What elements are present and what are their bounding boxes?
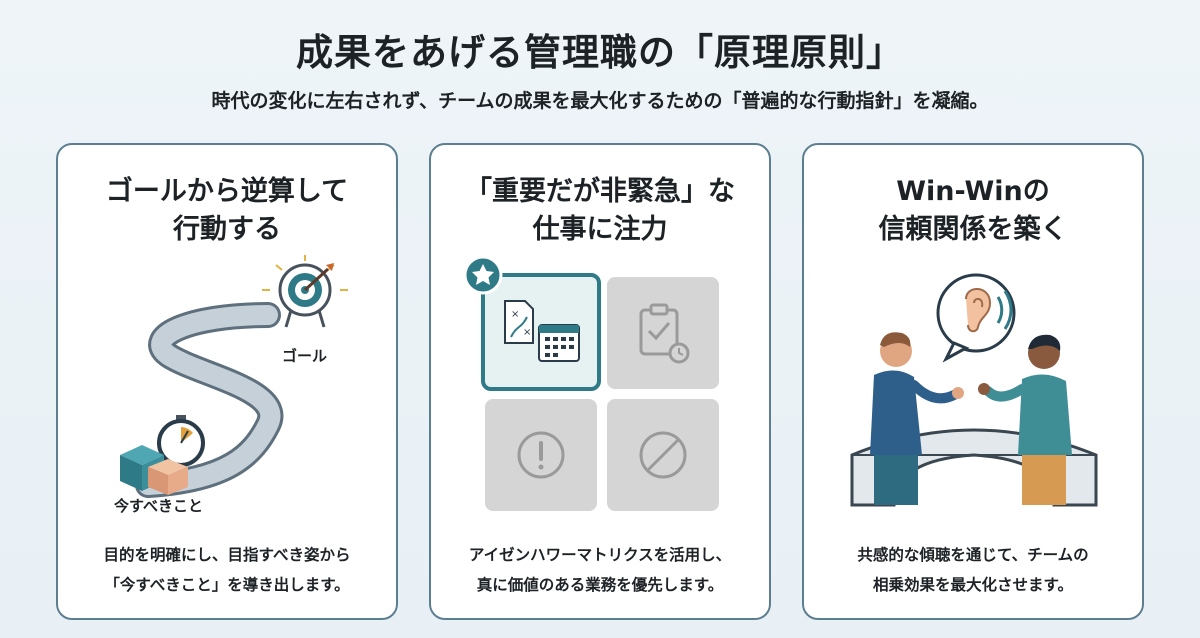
eisenhower-matrix: × ×	[463, 255, 719, 511]
person-right	[978, 334, 1072, 505]
star-icon	[463, 255, 503, 295]
now-label: 今すべきこと	[114, 497, 203, 515]
card-goal-backcasting: ゴールから逆算して 行動する	[56, 143, 398, 620]
stopwatch-icon	[157, 415, 205, 467]
quadrant-not-important-urgent	[485, 399, 597, 511]
card-title: Win-Winの 信頼関係を築く	[878, 176, 1068, 245]
clipboard-check-icon	[639, 303, 690, 364]
prohibited-icon	[639, 431, 687, 479]
boxes-illustration	[120, 445, 188, 495]
quadrant-important-urgent: × ×	[481, 273, 601, 391]
quadrant-not-important-not-urgent	[607, 399, 719, 511]
svg-text:×: ×	[511, 309, 519, 320]
card-title: 「重要だが非緊急」な 仕事に注力	[465, 176, 735, 245]
card-title: ゴールから逆算して 行動する	[105, 176, 349, 245]
card-description: 共感的な傾聴を通じて、チームの 相乗効果を最大化させます。	[857, 546, 1089, 594]
svg-text:×: ×	[523, 327, 531, 338]
ear-icon	[965, 288, 1013, 333]
card-win-win-trust: Win-Winの 信頼関係を築く	[802, 143, 1144, 620]
card-description: 目的を明確にし、目指すべき姿から 「今すべきこと」を導き出します。	[103, 546, 351, 594]
conversation-illustration	[850, 273, 1098, 507]
person-left	[870, 332, 964, 505]
page-subtitle: 時代の変化に左右されず、チームの成果を最大化するための「普遍的な行動指針」を凝縮…	[211, 90, 989, 112]
warning-icon	[517, 431, 565, 479]
speech-bubble	[936, 273, 1016, 363]
road-illustration	[120, 255, 348, 498]
goal-label: ゴール	[282, 347, 328, 365]
page-title: 成果をあげる管理職の「原理原則」	[296, 31, 904, 74]
quadrant-important-not-urgent	[607, 277, 719, 389]
target-icon	[262, 255, 348, 328]
card-important-not-urgent: 「重要だが非緊急」な 仕事に注力 × ×	[429, 143, 771, 620]
card-description: アイゼンハワーマトリクスを活用し、 真に価値のある業務を優先します。	[468, 546, 732, 594]
